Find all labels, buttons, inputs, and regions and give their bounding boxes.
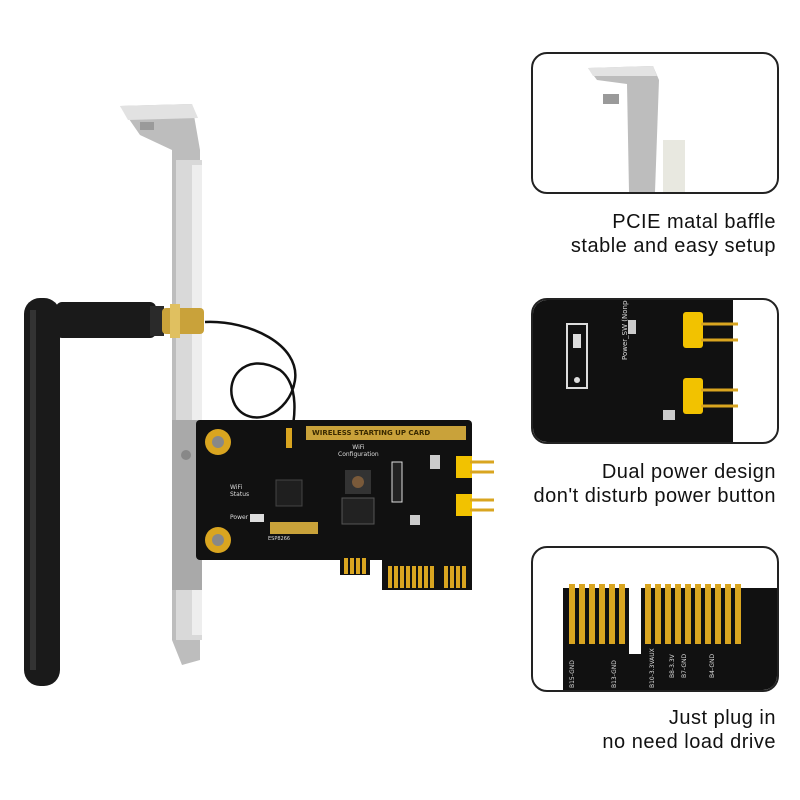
pin-b10-3v3aux: B10-3.3VAUX [649, 648, 656, 688]
module-label: ESP8266 [268, 536, 291, 542]
pin-b8-3v3: B8-3.3V [669, 654, 676, 678]
power-detail-panel: Power_SW (Nonpolarity) [531, 298, 779, 444]
connector-detail-panel: B15-GND B13-GND B10-3.3VAUX B8-3.3V B7-G… [531, 546, 779, 692]
pin-b7-gnd: B7-GND [681, 653, 688, 678]
antenna-cable [204, 320, 297, 441]
wifi-configuration-label: WiFi Configuration [338, 444, 379, 458]
pin-b4-gnd: B4-GND [709, 653, 716, 678]
feature-3-line2: no need load drive [602, 731, 776, 753]
pcie-bracket [120, 104, 202, 665]
feature-3-line1: Just plug in [668, 707, 776, 729]
pin-b15-gnd: B15-GND [569, 660, 576, 688]
power-sw-label: Power_SW (Nonpolarity) [621, 298, 629, 360]
power-detail-image [533, 300, 738, 442]
wifi-status-label: WiFi Status [230, 484, 250, 498]
board-title-label: WIRELESS STARTING UP CARD [312, 429, 431, 437]
bracket-detail-image [588, 66, 685, 192]
feature-1-line1: PCIE matal baffle [612, 211, 776, 233]
power-label: Power [230, 514, 249, 521]
feature-caption-3: Just plug in no need load drive [602, 706, 776, 754]
feature-2-line1: Dual power design [601, 461, 776, 483]
bracket-detail-panel [531, 52, 779, 194]
feature-2-line2: don't disturb power button [533, 485, 776, 507]
pin-b13-gnd: B13-GND [611, 660, 618, 688]
pcb-board [196, 420, 494, 590]
feature-1-line2: stable and easy setup [570, 235, 776, 257]
antenna [24, 298, 204, 686]
feature-caption-1: PCIE matal baffle stable and easy setup [571, 210, 776, 258]
connector-detail-image [563, 584, 777, 690]
feature-caption-2: Dual power design don't disturb power bu… [533, 460, 776, 508]
